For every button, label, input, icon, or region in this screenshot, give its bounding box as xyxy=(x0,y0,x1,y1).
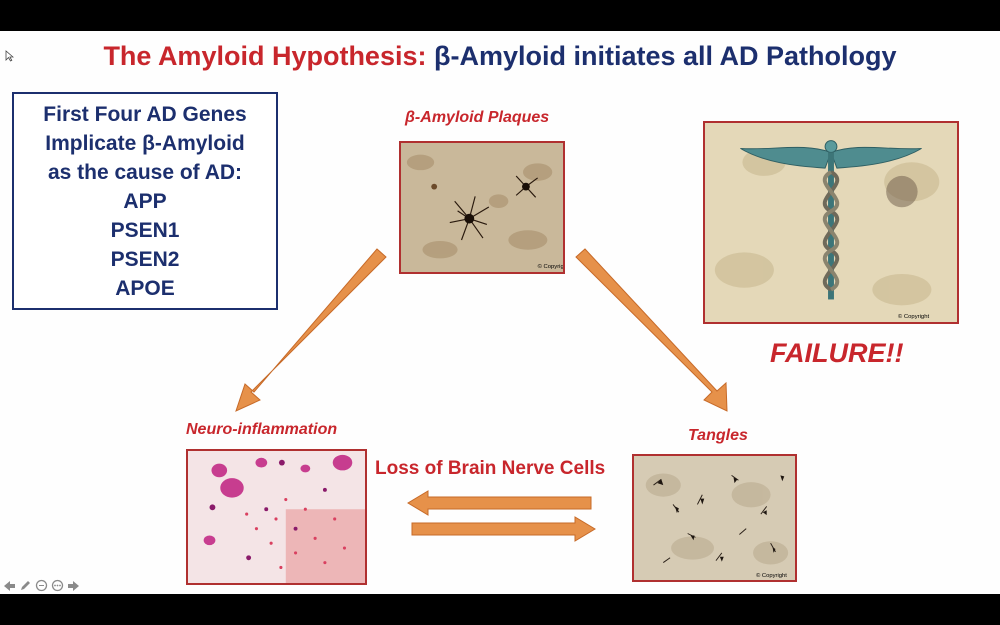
pen-icon[interactable] xyxy=(19,580,32,595)
gene-app: APP xyxy=(123,190,167,213)
plaques-image: © Copyright xyxy=(399,141,565,274)
arrow-plaques-to-neuro xyxy=(235,248,387,412)
prev-arrow-icon[interactable] xyxy=(3,580,16,595)
neuro-image xyxy=(186,449,367,585)
next-arrow-icon[interactable] xyxy=(67,580,80,595)
zoom-icon[interactable] xyxy=(35,579,48,594)
pathway-arrows xyxy=(235,248,728,542)
cursor-icon xyxy=(5,49,15,67)
tangles-caption: Tangles xyxy=(688,427,748,444)
presenter-toolbar xyxy=(3,579,80,594)
genes-line: as the cause of AD: xyxy=(47,161,243,184)
neuro-caption: Neuro-inflammation xyxy=(186,421,338,438)
title-blue-part: β-Amyloid initiates all AD Pathology xyxy=(434,41,897,71)
caduceus-icon xyxy=(740,140,922,300)
arrow-right xyxy=(411,516,596,542)
title-red-part: The Amyloid Hypothesis: xyxy=(103,41,427,71)
gene-apoe: APOE xyxy=(115,277,175,300)
genes-box: First Four AD Genes Implicate β-Amyloid … xyxy=(12,92,278,310)
svg-text:© Copyright: © Copyright xyxy=(756,572,787,579)
bottom-letterbox xyxy=(0,594,1000,625)
slide: The Amyloid Hypothesis: β-Amyloid initia… xyxy=(0,31,1000,594)
caduceus-image: © Copyright xyxy=(703,121,959,324)
tangles-image: © Copyright xyxy=(632,454,797,582)
plaques-caption: β-Amyloid Plaques xyxy=(405,109,550,126)
more-icon[interactable] xyxy=(51,579,64,594)
genes-line: Implicate β-Amyloid xyxy=(45,132,245,155)
loss-label: Loss of Brain Nerve Cells xyxy=(375,458,606,479)
svg-text:© Copyright: © Copyright xyxy=(898,313,930,320)
gene-psen2: PSEN2 xyxy=(110,248,180,271)
genes-line: First Four AD Genes xyxy=(43,103,247,126)
svg-text:© Copyright: © Copyright xyxy=(538,263,563,270)
failure-text: FAILURE!! xyxy=(770,338,904,368)
arrow-plaques-to-tangles xyxy=(575,248,728,412)
slide-title: The Amyloid Hypothesis: β-Amyloid initia… xyxy=(0,41,1000,72)
gene-psen1: PSEN1 xyxy=(110,219,180,242)
arrow-left xyxy=(407,490,592,516)
